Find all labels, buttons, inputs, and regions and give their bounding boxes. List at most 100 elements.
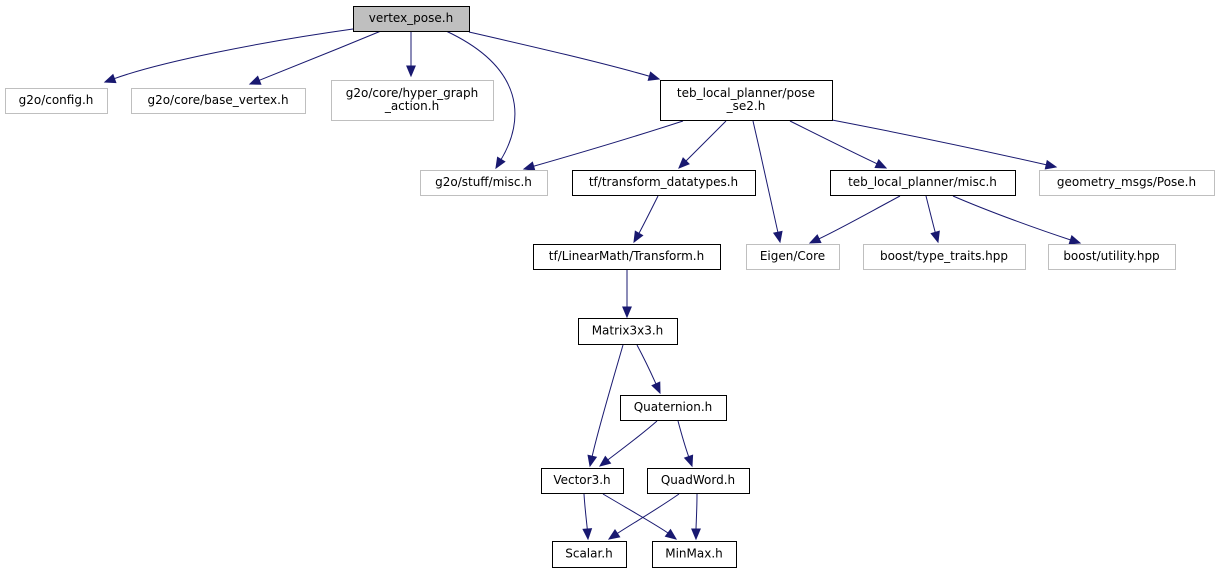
node-box [652,541,737,568]
edge-tf-linearmath-transform-to-matrix3x3 [622,270,632,319]
node-box [533,244,721,270]
node-teb-pose-se2[interactable]: teb_local_planner/pose_se2.h [660,80,833,121]
edge-vertex-pose-to-g2o-base-vertex [248,30,382,85]
edge-vertex-pose-to-g2o-config [103,28,354,84]
node-label: _action.h [384,99,439,113]
edge-tf-transform-datatypes-to-tf-linearmath-transform [633,195,659,244]
edge-teb-pose-se2-to-eigen-core [752,120,783,244]
node-label: g2o/core/base_vertex.h [147,93,288,107]
node-minmax[interactable]: MinMax.h [652,541,737,568]
node-boost-type-traits: boost/type_traits.hpp [863,244,1026,270]
node-scalar[interactable]: Scalar.h [552,541,627,568]
edge-quaternion-to-quadword [677,420,694,468]
node-geometry-msgs-pose: geometry_msgs/Pose.h [1039,170,1215,196]
edge-teb-pose-se2-to-g2o-stuff-misc [522,120,684,171]
node-box [578,318,678,345]
node-label: boost/type_traits.hpp [880,249,1008,263]
edges-layer [103,28,1082,541]
node-quadword[interactable]: QuadWord.h [647,468,750,494]
node-box [552,541,627,568]
edge-line [925,195,937,234]
node-label: tf/transform_datatypes.h [589,175,738,189]
edge-teb-misc-to-boost-utility [952,195,1082,245]
edge-vertex-pose-to-g2o-hyper-graph-action [406,30,416,78]
edge-line [445,30,516,161]
node-box [331,80,494,121]
edge-line [789,120,879,165]
edge-line [677,420,690,458]
node-box [660,80,833,121]
node-vector3[interactable]: Vector3.h [541,468,624,494]
edge-vector3-to-scalar [582,493,593,541]
node-box [1039,170,1215,196]
arrowhead-icon [587,454,598,468]
arrowhead-icon [691,528,701,541]
node-label: Vector3.h [553,473,610,487]
node-box [647,468,750,494]
node-g2o-config: g2o/config.h [5,88,108,114]
arrowhead-icon [598,455,612,467]
arrowhead-icon [664,528,678,540]
arrowhead-icon [522,161,536,171]
edge-quadword-to-scalar [607,493,680,540]
node-box [572,170,756,196]
node-label: _se2.h [726,99,766,113]
node-label: Quaternion.h [634,400,713,414]
node-label: QuadWord.h [661,473,735,487]
node-g2o-stuff-misc: g2o/stuff/misc.h [420,170,548,196]
node-label: vertex_pose.h [369,11,453,25]
node-label: geometry_msgs/Pose.h [1057,175,1196,189]
node-label: g2o/config.h [19,93,94,107]
arrowhead-icon [678,157,690,169]
node-vertex-pose: vertex_pose.h [353,6,470,32]
node-matrix3x3[interactable]: Matrix3x3.h [578,318,678,345]
node-box [5,88,108,114]
node-box [353,6,470,32]
edge-line [606,420,658,461]
node-label: Scalar.h [565,547,613,561]
edge-line [532,120,684,168]
edge-line [636,344,657,385]
edge-line [583,493,588,531]
edge-line [952,195,1072,241]
node-label: Matrix3x3.h [592,324,664,338]
arrowhead-icon [582,528,593,541]
node-box [863,244,1026,270]
arrowhead-icon [622,306,632,319]
edge-line [695,493,698,531]
edge-line [685,120,727,162]
node-box [1048,244,1176,270]
edge-teb-misc-to-eigen-core [808,195,901,244]
arrowhead-icon [103,73,117,84]
edge-line [752,120,779,234]
arrowhead-icon [808,234,822,244]
node-box [746,244,840,270]
nodes-layer: vertex_pose.h g2o/config.h g2o/core/base_v… [5,6,1215,568]
node-box [541,468,624,494]
node-boost-utility: boost/utility.hpp [1048,244,1176,270]
node-label: g2o/stuff/misc.h [435,175,532,189]
node-tf-transform-datatypes[interactable]: tf/transform_datatypes.h [572,170,756,196]
node-quaternion[interactable]: Quaternion.h [620,395,727,421]
arrowhead-icon [874,159,888,169]
node-label: tf/LinearMath/Transform.h [549,249,704,263]
node-g2o-hyper-graph-action: g2o/core/hyper_graph_action.h [331,80,494,121]
node-label: g2o/core/hyper_graph [346,86,478,100]
arrowhead-icon [651,381,661,395]
arrowhead-icon [772,230,783,244]
node-teb-misc[interactable]: teb_local_planner/misc.h [830,170,1016,196]
edge-teb-pose-se2-to-teb-misc [789,120,888,169]
arrowhead-icon [406,65,416,78]
arrowhead-icon [607,529,621,540]
edge-teb-pose-se2-to-tf-transform-datatypes [678,120,727,169]
arrowhead-icon [633,230,644,244]
arrowhead-icon [1044,159,1058,170]
edge-teb-misc-to-boost-type-traits [925,195,940,244]
edge-line [258,30,382,82]
node-box [830,170,1016,196]
node-label: teb_local_planner/misc.h [848,175,997,189]
edge-vertex-pose-to-g2o-stuff-misc [445,30,516,170]
edge-line [831,119,1048,166]
node-tf-linearmath-transform[interactable]: tf/LinearMath/Transform.h [533,244,721,270]
